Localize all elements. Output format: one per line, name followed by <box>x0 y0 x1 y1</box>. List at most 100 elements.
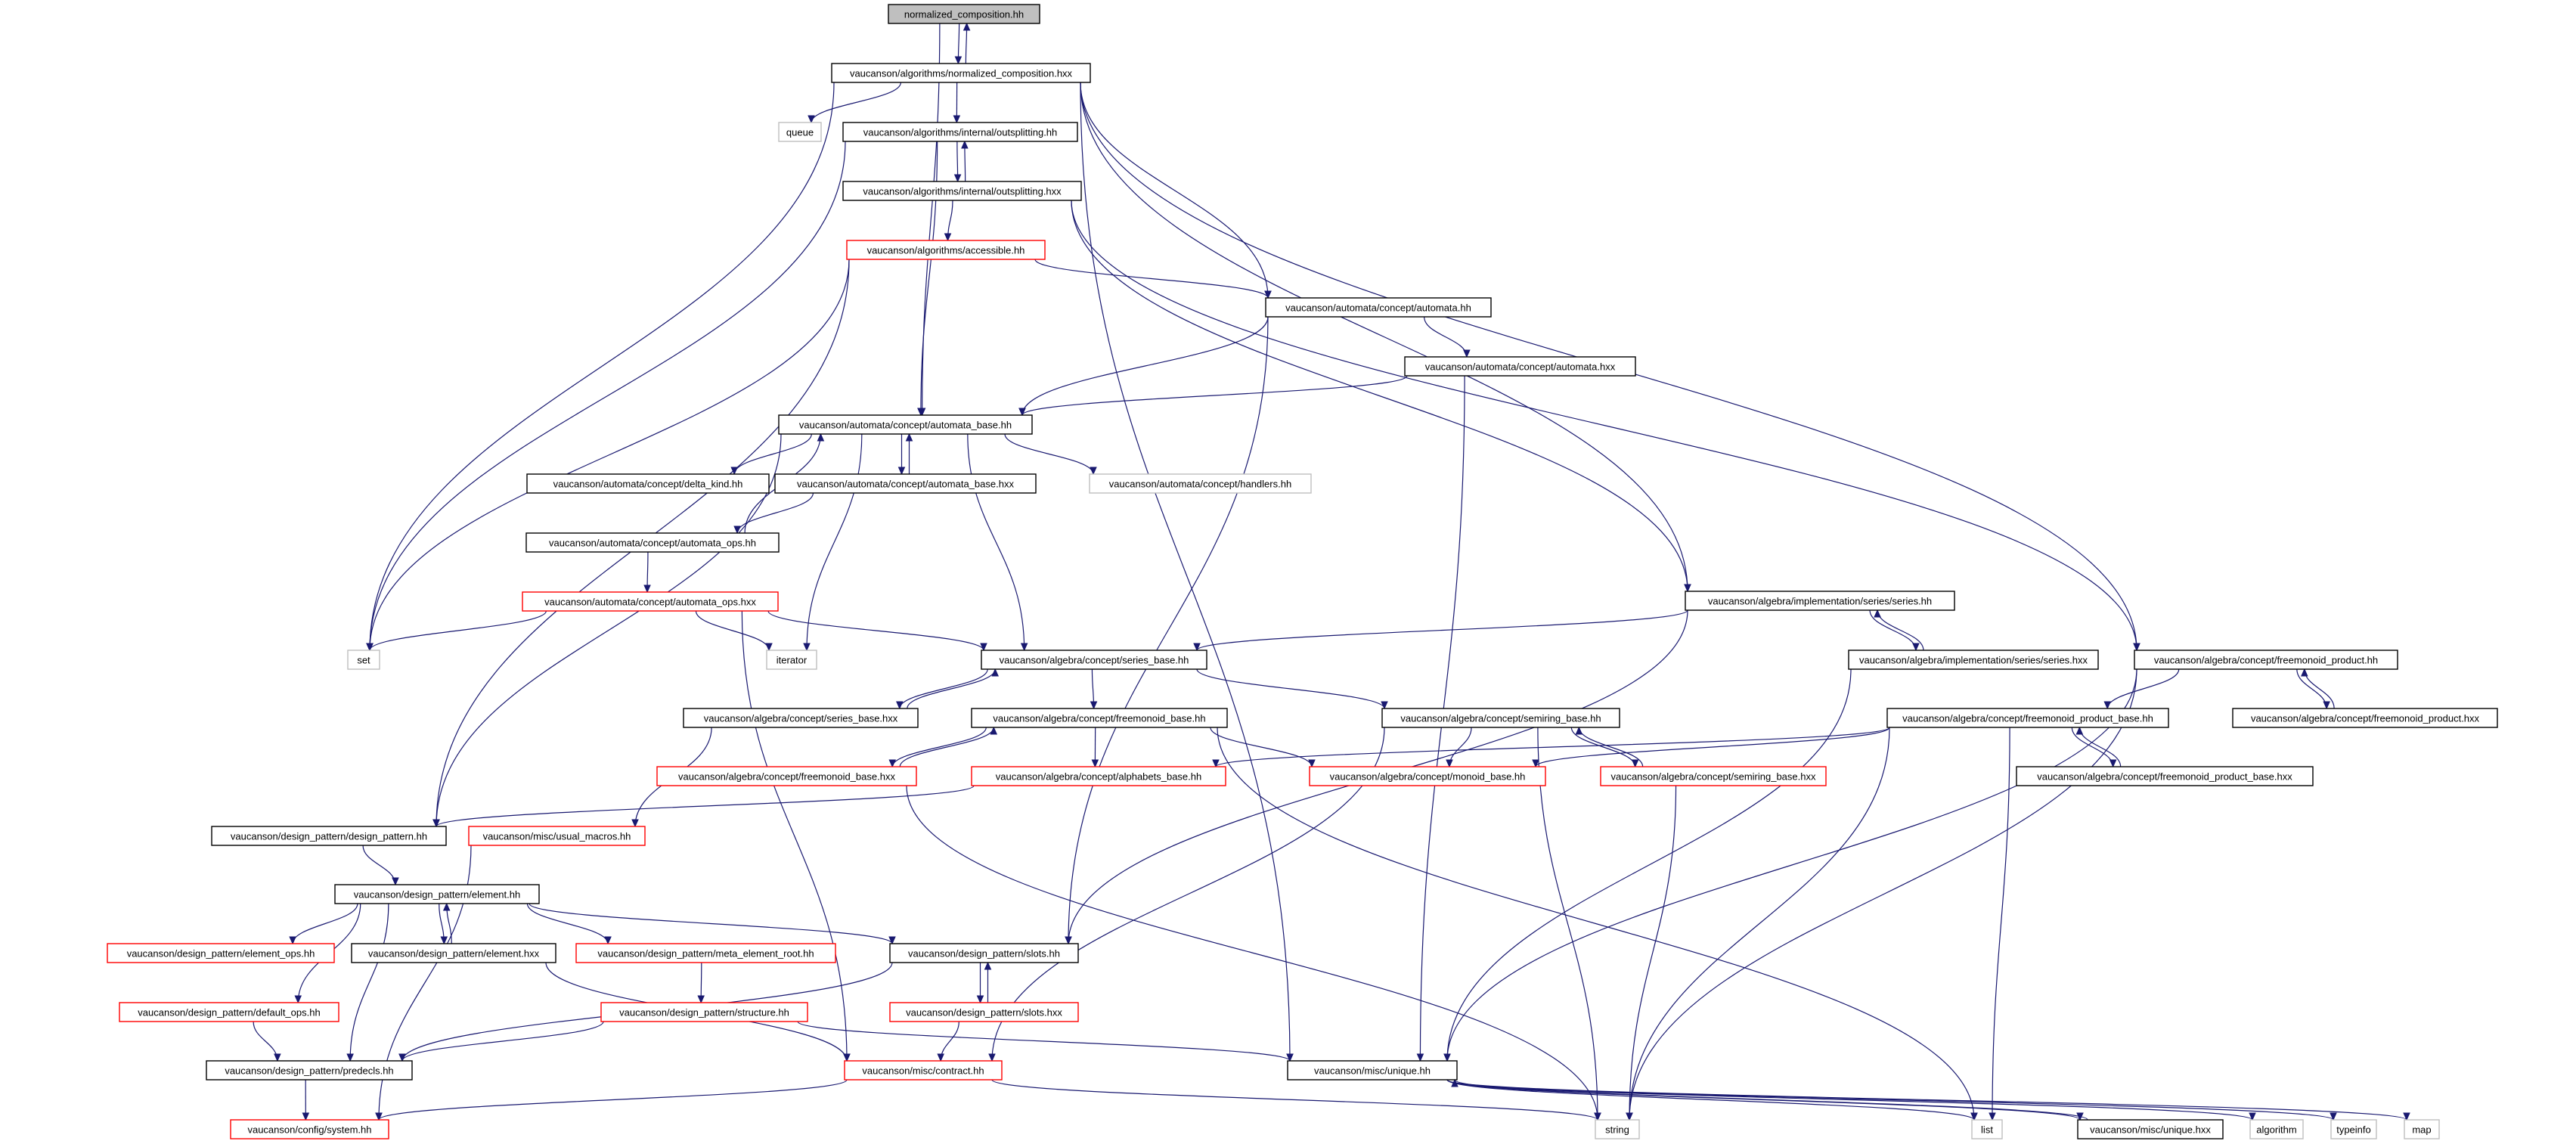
node-fmbase-hxx[interactable]: vaucanson/algebra/concept/freemonoid_bas… <box>656 766 917 786</box>
node-automata-hh[interactable]: vaucanson/automata/concept/automata.hh <box>1265 297 1492 318</box>
edge-semiring_hh-to-monoid <box>1446 727 1472 768</box>
node-box <box>2404 1119 2440 1139</box>
node-label: vaucanson/algebra/concept/freemonoid_pro… <box>2154 655 2378 666</box>
node-automata-hxx[interactable]: vaucanson/automata/concept/automata.hxx <box>1404 356 1636 377</box>
node-set[interactable]: set <box>347 650 380 670</box>
edge-arrowhead <box>954 56 963 65</box>
node-label: vaucanson/algebra/concept/freemonoid_pro… <box>2251 713 2480 724</box>
edge-arrowhead <box>808 115 815 124</box>
node-fmbase-hh[interactable]: vaucanson/algebra/concept/freemonoid_bas… <box>971 708 1228 728</box>
node-sbase-hh[interactable]: vaucanson/algebra/concept/series_base.hh <box>981 650 1207 670</box>
edge-arrowhead <box>1286 1053 1294 1062</box>
node-string[interactable]: string <box>1595 1119 1640 1139</box>
edge-arrowhead <box>1212 759 1220 768</box>
node-predecls[interactable]: vaucanson/design_pattern/predecls.hh <box>206 1060 413 1081</box>
edge-line <box>1080 82 1688 592</box>
node-label: vaucanson/algebra/concept/alphabets_base… <box>996 771 1202 783</box>
node-out-hh[interactable]: vaucanson/algorithms/internal/outsplitti… <box>842 122 1078 142</box>
edge-semiring_hxx-to-string <box>1626 785 1677 1121</box>
node-elem-hh[interactable]: vaucanson/design_pattern/element.hh <box>334 884 540 904</box>
node-aops-hxx[interactable]: vaucanson/automata/concept/automata_ops.… <box>522 591 779 612</box>
edge-line <box>797 1021 1291 1062</box>
node-box <box>1595 1119 1640 1139</box>
edge-line <box>1196 609 1688 651</box>
edge-arrowhead <box>432 819 440 828</box>
node-root[interactable]: normalized_composition.hh <box>888 4 1040 24</box>
node-access[interactable]: vaucanson/algorithms/accessible.hh <box>846 240 1046 260</box>
edge-elem_hxx-to-elem_hh <box>442 902 452 944</box>
edge-line <box>362 845 396 885</box>
edge-abase_hh-to-delta <box>730 433 812 476</box>
node-slots-hxx[interactable]: vaucanson/design_pattern/slots.hxx <box>889 1002 1079 1022</box>
edge-arrowhead <box>274 1053 281 1062</box>
node-alpha[interactable]: vaucanson/algebra/concept/alphabets_base… <box>971 766 1226 786</box>
edge-line <box>1424 316 1468 358</box>
node-monoid[interactable]: vaucanson/algebra/concept/monoid_base.hh <box>1309 766 1546 786</box>
node-delta[interactable]: vaucanson/automata/concept/delta_kind.hh <box>526 473 770 494</box>
edge-line <box>899 668 988 709</box>
node-unique-hxx[interactable]: vaucanson/misc/unique.hxx <box>2077 1119 2224 1139</box>
edge-line <box>1071 200 2137 651</box>
node-typeinfo[interactable]: typeinfo <box>2330 1119 2377 1139</box>
edge-arrowhead <box>888 759 896 768</box>
node-nc-hxx[interactable]: vaucanson/algorithms/normalized_composit… <box>831 63 1091 83</box>
node-abase-hh[interactable]: vaucanson/automata/concept/automata_base… <box>778 414 1033 435</box>
edge-arrowhead <box>2403 1112 2410 1121</box>
node-elem-hxx[interactable]: vaucanson/design_pattern/element.hxx <box>351 943 556 963</box>
edge-arrowhead <box>1020 643 1028 652</box>
edge-aops_hxx-to-iterator <box>695 610 773 652</box>
node-queue[interactable]: queue <box>778 122 822 142</box>
edge-arrowhead <box>2109 759 2117 768</box>
node-label: typeinfo <box>2336 1124 2371 1136</box>
edge-arrowhead <box>1018 408 1026 417</box>
edge-arrowhead <box>803 643 811 652</box>
edge-line <box>1021 375 1408 416</box>
node-fmprod-hxx[interactable]: vaucanson/algebra/concept/freemonoid_pro… <box>2232 708 2498 728</box>
node-map[interactable]: map <box>2404 1119 2440 1139</box>
node-list[interactable]: list <box>1971 1119 2003 1139</box>
node-box <box>575 943 836 963</box>
node-fmpb-hh[interactable]: vaucanson/algebra/concept/freemonoid_pro… <box>1886 708 2169 728</box>
edge-out_hh-to-out_hxx <box>953 141 962 183</box>
edge-line <box>349 903 389 1062</box>
edge-abase_hxx-to-abase_hh <box>905 433 913 474</box>
edge-slots_hh-to-slots_hxx <box>976 963 984 1004</box>
node-out-hxx[interactable]: vaucanson/algorithms/internal/outsplitti… <box>842 181 1082 201</box>
edge-arrowhead <box>398 1053 406 1062</box>
edge-abase_hxx-to-aops_hh <box>733 492 814 535</box>
node-series-hh[interactable]: vaucanson/algebra/implementation/series/… <box>1685 591 1955 611</box>
node-fmpb-hxx[interactable]: vaucanson/algebra/concept/freemonoid_pro… <box>2016 766 2314 786</box>
node-contract[interactable]: vaucanson/misc/contract.hh <box>844 1060 1003 1081</box>
node-semiring-hh[interactable]: vaucanson/algebra/concept/semiring_base.… <box>1381 708 1620 728</box>
node-label: vaucanson/automata/concept/automata.hh <box>1285 302 1471 314</box>
edge-fmpb_hxx-to-fmpb_hh <box>2075 726 2122 767</box>
node-dp-hh[interactable]: vaucanson/design_pattern/design_pattern.… <box>211 826 447 846</box>
node-unique-hh[interactable]: vaucanson/misc/unique.hh <box>1287 1060 1458 1081</box>
node-system[interactable]: vaucanson/config/system.hh <box>230 1119 389 1139</box>
edge-arrowhead <box>1264 290 1272 299</box>
node-aops-hh[interactable]: vaucanson/automata/concept/automata_ops.… <box>525 532 780 553</box>
node-iterator[interactable]: iterator <box>766 650 817 670</box>
node-algorithm[interactable]: algorithm <box>2249 1119 2304 1139</box>
node-elem-ops[interactable]: vaucanson/design_pattern/element_ops.hh <box>107 943 335 963</box>
node-label: vaucanson/algorithms/normalized_composit… <box>850 68 1073 79</box>
edge-meta-to-struct <box>697 962 705 1004</box>
node-series-hxx[interactable]: vaucanson/algebra/implementation/series/… <box>1848 650 2099 670</box>
node-meta[interactable]: vaucanson/design_pattern/meta_element_ro… <box>575 943 836 963</box>
edge-arrowhead <box>366 643 374 652</box>
node-abase-hxx[interactable]: vaucanson/automata/concept/automata_base… <box>774 473 1037 494</box>
node-slots-hh[interactable]: vaucanson/design_pattern/slots.hh <box>889 943 1079 963</box>
node-box <box>2016 766 2314 786</box>
node-sbase-hxx[interactable]: vaucanson/algebra/concept/series_base.hx… <box>683 708 919 728</box>
node-box <box>347 650 380 670</box>
node-semiring-hxx[interactable]: vaucanson/algebra/concept/semiring_base.… <box>1600 766 1827 786</box>
node-label: vaucanson/automata/concept/automata_ops.… <box>549 538 756 549</box>
edge-line <box>1196 668 1385 709</box>
node-box <box>211 826 447 846</box>
node-handlers[interactable]: vaucanson/automata/concept/handlers.hh <box>1089 473 1312 494</box>
node-usual[interactable]: vaucanson/misc/usual_macros.hh <box>468 826 646 846</box>
node-struct[interactable]: vaucanson/design_pattern/structure.hh <box>600 1002 808 1022</box>
node-default[interactable]: vaucanson/design_pattern/default_ops.hh <box>119 1002 339 1022</box>
node-label: vaucanson/design_pattern/structure.hh <box>619 1007 789 1019</box>
node-fmprod-hh[interactable]: vaucanson/algebra/concept/freemonoid_pro… <box>2134 650 2398 670</box>
